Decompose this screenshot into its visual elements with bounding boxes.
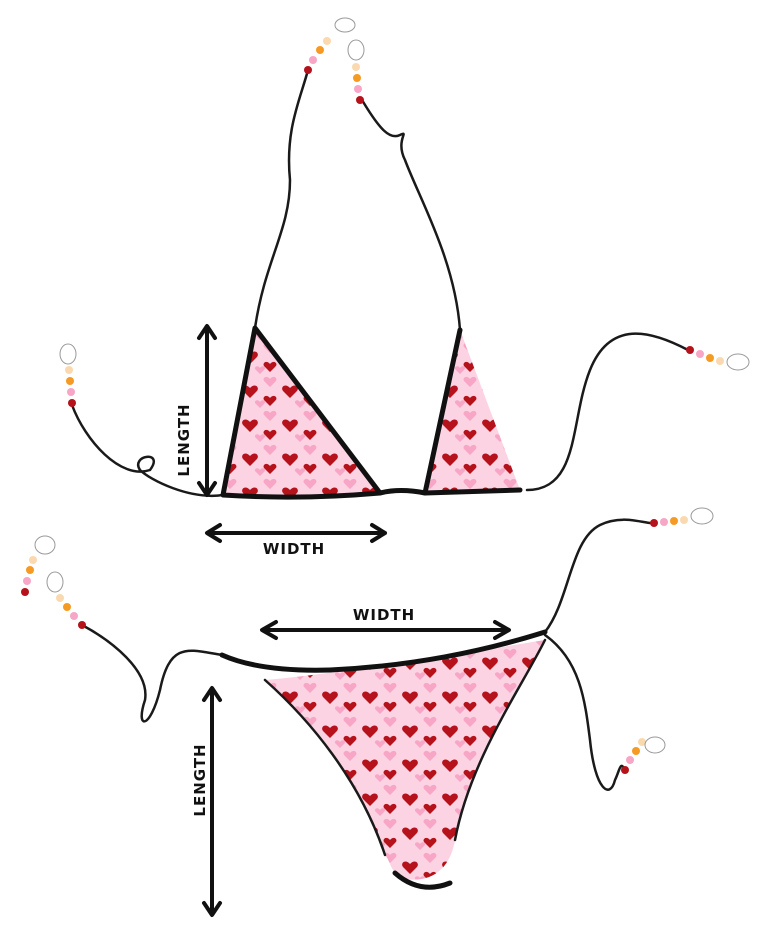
- bead-decorations: [21, 17, 750, 774]
- top-straps: [70, 68, 690, 498]
- top-length-arrow: [197, 324, 217, 497]
- bottom-piece: [265, 640, 545, 880]
- bottom-width-arrow: [260, 620, 511, 640]
- top-right-cup: [425, 330, 520, 493]
- top-width-arrow: [205, 523, 387, 543]
- top-width-label: WIDTH: [263, 540, 325, 558]
- bottom-straps: [80, 518, 652, 791]
- top-length-label: LENGTH: [175, 403, 193, 476]
- top-left-cup: [223, 328, 380, 498]
- bottom-length-label: LENGTH: [191, 743, 209, 816]
- bottom-width-label: WIDTH: [353, 606, 415, 624]
- bottom-length-arrow: [202, 686, 222, 917]
